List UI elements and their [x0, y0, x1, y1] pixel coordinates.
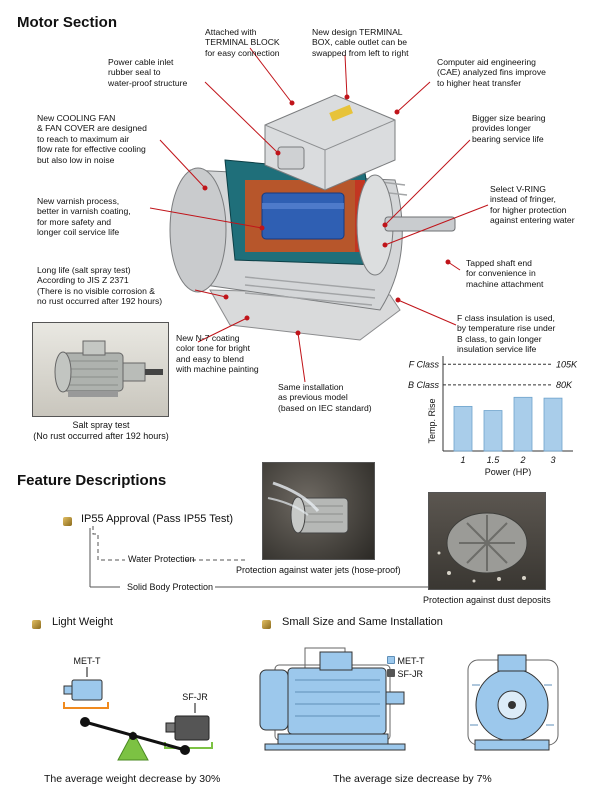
feature-ip55: IP55 Approval (Pass IP55 Test): [81, 513, 234, 525]
annotation-shaft: Tapped shaft end for convenience in mach…: [466, 258, 544, 289]
dust-photo: [428, 492, 546, 590]
chart-bar: [453, 405, 473, 452]
size-legend: MET-T SF-JR: [387, 655, 425, 681]
size-comparison-illustration: [259, 647, 559, 751]
annotation-installation: Same installation as previous model (bas…: [278, 382, 372, 413]
annotation-v-ring: Select V-RING instead of fringer, for hi…: [490, 184, 575, 226]
legend-met-t-swatch: [387, 656, 395, 664]
annotation-cae: Computer aid engineering (CAE) analyzed …: [437, 57, 546, 88]
chart-x-tick-label: 1.5: [487, 455, 501, 465]
chart-y-axis-label: Temp. Rise: [427, 398, 437, 443]
chart-x-axis-label: Power (HP): [485, 467, 532, 476]
chart-x-tick-label: 1: [460, 455, 465, 465]
annotation-f-class: F class insulation is used, by temperatu…: [457, 313, 556, 355]
annotation-varnish: New varnish process, better in varnish c…: [37, 196, 131, 238]
salt-spray-caption: Salt spray test (No rust occurred after …: [33, 420, 169, 441]
feature-light-weight: Light Weight: [52, 616, 113, 628]
water-jet-photo: [262, 462, 375, 560]
leader-lines: [149, 47, 489, 383]
legend-met-t: MET-T: [387, 655, 425, 668]
annotation-power-cable: Power cable inlet rubber seal to water-p…: [108, 57, 188, 88]
water-protection-label: Water Protection: [128, 554, 195, 564]
weight-seesaw-illustration: MET-T SF-JR: [63, 656, 213, 761]
chart-x-tick-label: 2: [519, 455, 525, 465]
annotation-bearing: Bigger size bearing provides longer bear…: [472, 113, 546, 144]
chart-bar: [483, 410, 503, 452]
reference-label: B Class: [408, 380, 440, 390]
legend-sf-jr: SF-JR: [387, 668, 425, 681]
motor-section-title: Motor Section: [17, 14, 117, 31]
reference-value-label: 105K: [556, 359, 578, 369]
legend-sf-jr-swatch: [387, 669, 395, 677]
feature-small-size: Small Size and Same Installation: [282, 616, 443, 628]
bullet-icon: [32, 620, 41, 629]
annotation-salt-life: Long life (salt spray test) According to…: [37, 265, 163, 307]
solid-body-label: Solid Body Protection: [127, 582, 214, 592]
dust-caption: Protection against dust deposits: [423, 595, 551, 605]
annotation-cooling-fan: New COOLING FAN & FAN COVER are designed…: [37, 113, 147, 165]
chart-bar: [543, 397, 563, 452]
bullet-icon: [262, 620, 271, 629]
bullet-icon: [63, 517, 72, 526]
chart-bar: [513, 396, 533, 452]
weight-caption: The average weight decrease by 30%: [44, 773, 221, 785]
salt-spray-photo: [32, 322, 169, 417]
reference-value-label: 80K: [556, 380, 573, 390]
sf-jr-label: SF-JR: [182, 692, 208, 702]
feature-descriptions-title: Feature Descriptions: [17, 472, 167, 489]
annotation-terminal-box: New design TERMINAL BOX, cable outlet ca…: [312, 27, 409, 58]
met-t-label: MET-T: [74, 656, 101, 666]
reference-label: F Class: [409, 359, 440, 369]
annotation-terminal-block: Attached with TERMINAL BLOCK for easy co…: [205, 27, 280, 58]
motor-cutaway-illustration: [169, 94, 456, 341]
chart-x-tick-label: 3: [550, 455, 555, 465]
ip55-connectors: [89, 526, 430, 588]
annotation-coating: New N-7 coating color tone for bright an…: [176, 333, 259, 375]
size-caption: The average size decrease by 7%: [333, 773, 492, 785]
water-jet-caption: Protection against water jets (hose-proo…: [236, 565, 401, 575]
